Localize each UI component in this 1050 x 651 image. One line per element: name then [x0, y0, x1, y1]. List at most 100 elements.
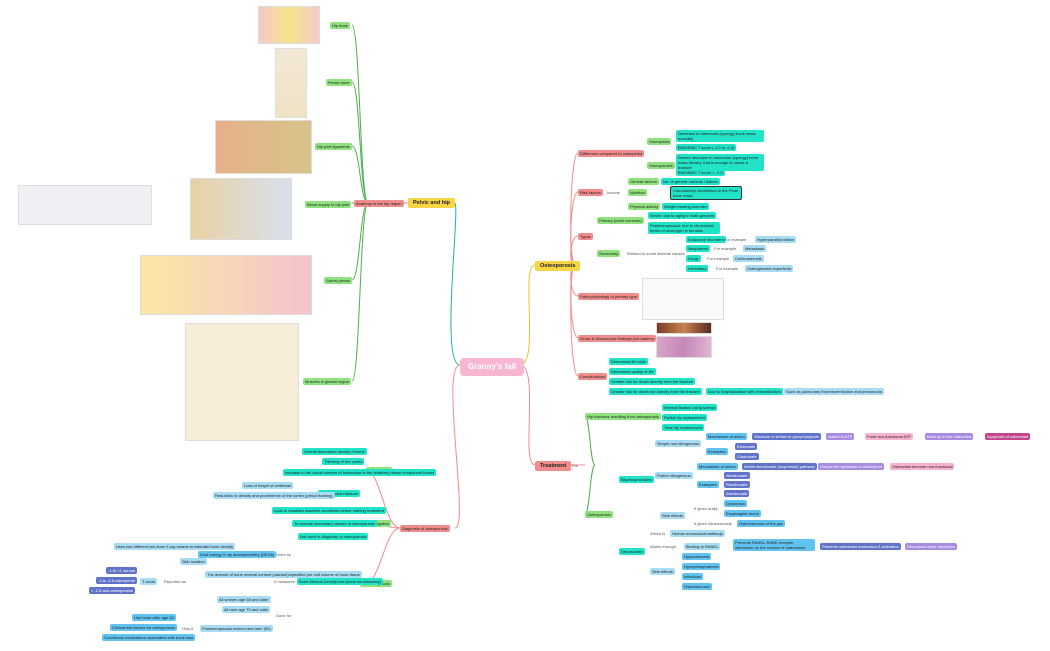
femur-image — [275, 48, 307, 118]
dexa-2: Skin location — [180, 558, 207, 565]
types-node[interactable]: Types — [578, 233, 593, 240]
treatment-node[interactable]: Treatment — [535, 461, 572, 471]
gross-image — [656, 322, 712, 334]
hip-fracture-node[interactable]: Hip fractures resulting from osteoporosi… — [585, 413, 661, 420]
hip-bone-image — [258, 6, 320, 44]
primary-2: Postmenopausal: due to diminished levels… — [648, 222, 720, 234]
reported-label: Reported as — [164, 579, 186, 584]
only-if-2: Clinical risk factors for osteoporosis — [110, 624, 177, 631]
se-osteonecrosis: Osteonecrosis of the jaw — [737, 520, 785, 527]
genetic-node[interactable]: Genetic factors — [628, 178, 659, 185]
drugs-value: Corticosteroids — [733, 255, 764, 262]
root-node[interactable]: Granny's fall — [460, 358, 525, 376]
compression-node[interactable]: Compression fracture — [318, 490, 361, 497]
risk-node[interactable]: Risk factors — [578, 189, 603, 196]
bisphosphonates-node[interactable]: Bisphosphonates — [619, 476, 654, 483]
sd-osteonecrosis: Osteonecrosis — [682, 583, 712, 590]
neoplasms-node[interactable]: Neoplasms — [686, 245, 711, 252]
complications-node[interactable]: Complications — [578, 373, 608, 380]
dexa-node[interactable]: Dual energy X ray absorptiometry (DEXA) — [198, 551, 277, 558]
hip-joint-node[interactable]: Hip joint ligaments — [315, 143, 352, 150]
ex-etidronate: Etidronate — [735, 443, 758, 450]
osteoporosis-tx-node[interactable]: Osteoporosis — [585, 511, 613, 518]
mech2-b: Disrupt the synthesis of cholesterol — [818, 463, 885, 470]
lab-2: To exclude secondary causes of osteoporo… — [292, 520, 377, 527]
osteoporosis-sub-node[interactable]: Osteoporosis — [647, 162, 675, 169]
primary-node[interactable]: Primary (most common) — [597, 217, 644, 224]
mech2-node: Mechanism of action — [697, 463, 738, 470]
if-iv-label: If given intravenously — [694, 521, 732, 526]
comp-3: Greater risk for death directly from the… — [609, 378, 696, 385]
osteoporosis-node[interactable]: Osteoporosis — [535, 261, 581, 271]
diff-2: BMD/BMC T score (-1.0 to -2.5) — [676, 144, 737, 151]
only-if-label: Only if — [182, 626, 194, 631]
femur-node[interactable]: Femur bone — [326, 79, 352, 86]
mech2-c: Osteoclast become non-functional — [890, 463, 955, 470]
sacral-plexus-image — [140, 255, 312, 315]
sd-hypophosphatemia: Hypophosphatemia — [682, 563, 721, 570]
mech1-c: Form non-functional ATP — [865, 433, 913, 440]
comp-1: Decreased life style — [609, 358, 648, 365]
se-esophageal: Esophageal ulcers — [724, 510, 761, 517]
side-effects-2-node[interactable]: Side effects — [650, 568, 675, 575]
diagnosis-node[interactable]: Diagnosis of osteoporosis — [400, 525, 450, 532]
t-score-osteopenia: -1 to -2.5 osteopenia — [96, 577, 137, 584]
muscles-node[interactable]: Muscles in gluteal region — [303, 378, 352, 385]
physical-node[interactable]: Physical activity — [628, 203, 661, 210]
hip-joint-image — [215, 120, 312, 174]
difference-node[interactable]: Difference compared to osteopenia — [578, 150, 645, 157]
endocrine-value: Hyperparathyroidism — [755, 236, 796, 243]
cause-1: Loss of height of vertebrae — [242, 482, 294, 489]
nutrition-node[interactable]: Nutrition — [628, 189, 647, 196]
rad-1: Overall decreased density of bone — [302, 448, 367, 455]
mech1-e: Apoptosis of osteoclast — [985, 433, 1031, 440]
comp-4b: Such as pulmonary thromboembolism and pn… — [784, 388, 884, 395]
neoplasms-ex: For example — [714, 246, 737, 251]
primary-1: Senile: due to aging in both genders — [648, 212, 717, 219]
hmab-node: Human monoclonal antibody — [670, 530, 725, 537]
drugs-node[interactable]: Drugs — [686, 255, 701, 262]
muscle-table-image — [185, 323, 299, 441]
mech1-d: Build up in the osteoclast — [925, 433, 974, 440]
pelvic-node[interactable]: Pelvic and hip — [408, 198, 455, 208]
osteopenia-node[interactable]: Osteopenia — [647, 138, 672, 145]
t-desc: The amount of bone mineral content (calc… — [205, 571, 362, 578]
sacral-node[interactable]: Sacral plexus — [324, 277, 353, 284]
side-effects-node[interactable]: Side effects — [660, 512, 685, 519]
t-score-node[interactable]: T score — [140, 578, 158, 585]
hereditary-value: Osteogenesis imperfecta — [745, 265, 794, 272]
mech1-node: Mechanism of action — [706, 433, 747, 440]
denosumab-node[interactable]: Denosumab — [619, 548, 645, 555]
artery-table-image — [18, 185, 152, 225]
bone-resorption: Decreased bone resorption — [905, 543, 958, 550]
bone-health-node[interactable]: Bone Mineral Density test (bone densitom… — [297, 578, 384, 585]
pm-node[interactable]: Postmenopausal women and men (50) — [200, 625, 273, 632]
works-label: Works through — [650, 544, 676, 549]
ex-alendronate: Alendronate — [724, 472, 750, 479]
diff-1: Decrease in trabecular (spongy) bone mas… — [676, 130, 764, 142]
hip-bone-node[interactable]: Hip bone — [330, 22, 351, 29]
comp-4a: Due to hospitalization with immobilizati… — [706, 388, 783, 395]
ex-risedronate: Risedronate — [724, 481, 750, 488]
done-for-label: Done for — [276, 613, 292, 618]
neoplasms-value: Metastasis — [743, 245, 767, 252]
mech2-a: Inhibit mevalonate (isoprenoid) pathway — [742, 463, 817, 470]
simple-node[interactable]: Simple non nitrogenous — [655, 440, 702, 447]
ex-ibandronate: Ibandronate — [724, 490, 750, 497]
sd-infections: Infections — [682, 573, 704, 580]
potent-node[interactable]: Potent nitrogenous — [655, 472, 693, 479]
blood-supply-image — [190, 178, 292, 240]
blood-supply-node[interactable]: Blood supply to hip joint — [305, 201, 352, 208]
secondary-node[interactable]: Secondary — [597, 250, 621, 257]
patho-diagram-image — [642, 278, 724, 320]
anatomy-node[interactable]: Anatomy of the hip region — [354, 200, 404, 207]
hereditary-node[interactable]: Hereditary — [686, 265, 709, 272]
mech1-a: Structure is similar to pyrophosphate — [752, 433, 821, 440]
diff-4: BMD/BMC T score < -2.5 — [676, 169, 725, 176]
endocrine-node[interactable]: Endocrine disorders — [686, 236, 726, 243]
gross-node[interactable]: Gross & Microscopic findings (cut bakers… — [578, 335, 656, 342]
ex-clodronate: Clodronate — [735, 453, 759, 460]
patho-node[interactable]: Pathophysiology of primary type — [578, 293, 639, 300]
if-oral-label: If given orally — [694, 506, 718, 511]
